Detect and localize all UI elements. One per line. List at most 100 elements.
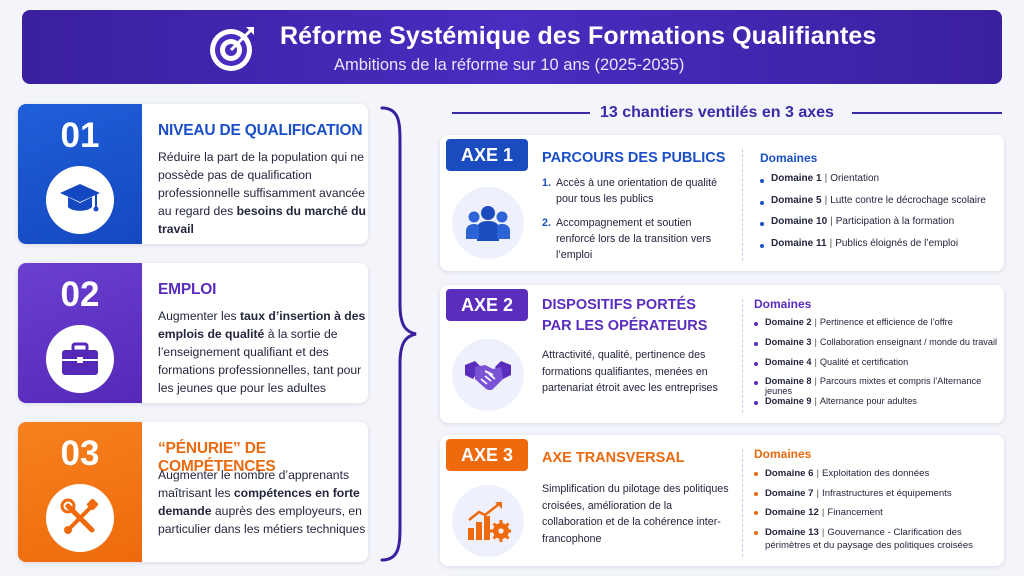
briefcase-icon [46,325,114,393]
domain-desc: Participation à la formation [835,216,955,227]
axe-tag: AXE 3 [446,439,528,471]
domain-desc: Exploitation des données [822,468,930,479]
domain-label: Domaine 9 [765,396,812,407]
section-title: 13 chantiers ventilés en 3 axes [600,104,834,121]
ambition-number: 02 [60,275,100,314]
domain-desc: Pertinence et efficience de l’offre [819,317,953,327]
page-title: Réforme Systémique des Formations Qualif… [280,22,877,50]
ambition-badge: 01 [18,104,142,244]
axe-title: PARCOURS DES PUBLICS [542,150,726,166]
domain-desc: Publics éloignés de l’emploi [835,237,959,249]
domain-label: Domaine 12 [765,507,819,518]
page-subtitle: Ambitions de la réforme sur 10 ans (2025… [334,56,685,74]
ambition-badge: 02 [18,263,142,403]
header-banner: Réforme Systémique des Formations Qualif… [22,10,1002,84]
domain-label: Domaine 4 [765,356,812,367]
domains-title: Domaines [754,447,812,461]
desc-part-bold: compétences en forte demande [158,486,360,518]
axe-card-3: AXE 3 AXE TRANSVERSAL Simplification du … [440,435,1004,566]
ambition-title: NIVEAU DE QUALIFICATION [158,122,363,139]
domain-desc: Gouvernance - Clarification des périmètr… [765,526,973,551]
list-item: Domaine 4|Qualité et certification [754,357,1002,377]
list-item: Domaine 1|Orientation [760,173,1000,195]
domain-desc: Financement [827,507,883,518]
list-item: 2. Accompagnement et soutien renforcé lor… [542,215,732,263]
item-number: 1. [542,177,551,189]
graduation-cap-icon [46,166,114,234]
domain-label: Domaine 11 [771,237,827,249]
desc-part: auprès des employeurs, en particulier da… [158,504,366,536]
list-item: Domaine 11|Publics éloignés de l’emploi [760,238,1000,260]
ambition-card-1: 01 NIVEAU DE QUALIFICATION Réduire la pa… [18,104,368,244]
desc-part: Augmenter le nombre d’apprenants maîtris… [158,468,350,500]
desc-part-bold: taux d’insertion à des emplois de qualit… [158,309,366,341]
domain-label: Domaine 2 [765,317,812,327]
domain-desc: Qualité et certification [819,356,909,367]
target-arrow-icon [208,23,258,73]
domain-label: Domaine 3 [765,336,812,347]
desc-part: à la sortie de l’enseignement qualifiant… [158,327,362,395]
curly-brace-divider [380,106,417,562]
domain-label: Domaine 10 [771,216,828,227]
axe-card-1: AXE 1 PARCOURS DES PUBLICS 1. Accès à une… [440,135,1004,271]
chart-gear-icon [452,485,524,557]
desc-part: Augmenter les [158,309,240,323]
domains-list: Domaine 2|Pertinence et efficience de l’… [754,317,1002,416]
list-item: Domaine 6|Exploitation des données [754,467,1002,487]
list-item: Domaine 3|Collaboration enseignant / mon… [754,337,1002,357]
divider [742,149,743,261]
domain-label: Domaine 6 [765,468,814,479]
ambition-description: Augmenter les taux d’insertion à des emp… [158,307,366,397]
list-item: Domaine 9|Alternance pour adultes [754,396,1002,416]
list-item: Domaine 7|Infrastructures et équipements [754,487,1002,507]
domain-label: Domaine 7 [765,487,814,499]
domain-label: Domaine 8 [765,376,812,387]
ambition-card-3: 03 “PÉNURIE” DE COMPÉTENCES Augmenter le… [18,422,368,562]
handshake-icon [452,339,524,411]
domain-label: Domaine 13 [765,526,819,538]
axe-description: Attractivité, qualité, pertinence des fo… [542,349,718,394]
people-group-icon [452,187,524,259]
domain-desc: Alternance pour adultes [819,396,917,407]
domain-desc: Infrastructures et équipements [822,487,952,499]
domains-list: Domaine 6|Exploitation des données Domai… [754,467,1002,551]
ambition-card-2: 02 EMPLOI Augmenter les taux d’insertion… [18,263,368,403]
divider [742,449,743,557]
axe-tag: AXE 2 [446,289,528,321]
ambition-description: Augmenter le nombre d’apprenants maîtris… [158,466,366,538]
axe-description: Simplification du pilotage des politique… [542,483,729,545]
list-item: Domaine 13|Gouvernance - Clarification d… [754,526,1002,551]
ambition-title: EMPLOI [158,281,217,298]
desc-part: Réduire la part de la population qui ne … [158,150,366,218]
item-text: Accompagnement et soutien renforcé lors … [556,217,712,261]
domain-desc: Parcours mixtes et compris l’Alternance … [765,376,982,397]
list-item: Domaine 5|Lutte contre le décrochage sco… [760,195,1000,217]
domains-title: Domaines [754,297,812,311]
list-item: 1. Accès à une orientation de qualité pou… [542,175,732,207]
ambition-description: Réduire la part de la population qui ne … [158,148,366,238]
axe-title: DISPOSITIFS PORTÉS PAR LES OPÉRATEURS [542,297,708,334]
axe-tag: AXE 1 [446,139,528,171]
item-number: 2. [542,217,551,229]
list-item: Domaine 12|Financement [754,506,1002,526]
domains-title: Domaines [760,151,818,165]
domain-desc: Lutte contre le décrochage scolaire [830,194,986,206]
ambition-number: 03 [60,434,100,473]
ambition-title: “PÉNURIE” DE COMPÉTENCES [158,440,276,475]
domain-label: Domaine 5 [771,194,822,206]
section-rule-right [852,112,1002,114]
domains-list: Domaine 1|Orientation Domaine 5|Lutte co… [760,173,1000,259]
item-text: Accès à une orientation de qualité pour … [556,177,718,205]
ambition-badge: 03 [18,422,142,562]
list-item: Domaine 2|Pertinence et efficience de l’… [754,317,1002,337]
ambition-number: 01 [60,116,100,155]
domain-desc: Collaboration enseignant / monde du trav… [819,336,998,347]
divider [742,299,743,413]
axe-card-2: AXE 2 DISPOSITIFS PORTÉS PAR LES OPÉRATE… [440,285,1004,423]
axe-title: AXE TRANSVERSAL [542,450,685,466]
domain-label: Domaine 1 [771,173,822,184]
list-item: Domaine 10|Participation à la formation [760,216,1000,238]
section-rule-left [452,112,590,114]
list-item: Domaine 8|Parcours mixtes et compris l’A… [754,376,1002,396]
wrench-screwdriver-icon [46,484,114,552]
